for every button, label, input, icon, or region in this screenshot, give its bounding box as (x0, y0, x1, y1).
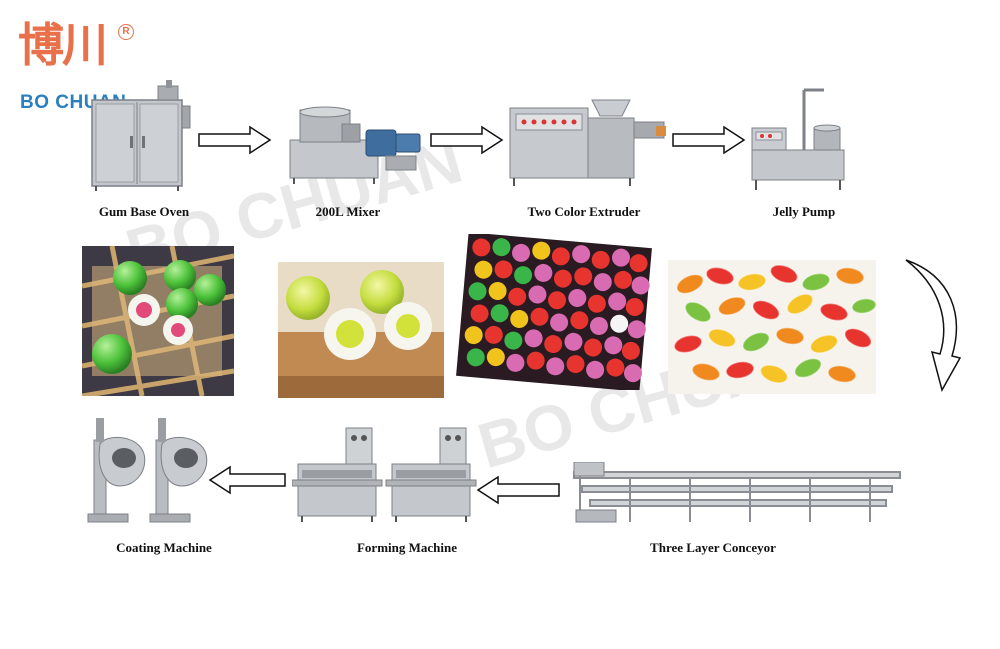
green-gum-balls-photo (82, 246, 234, 396)
coating-machine-icon (87, 418, 208, 523)
forming-machine-icon (292, 427, 477, 522)
filled-gum-balls-photo (278, 262, 444, 398)
caption-gum-base-oven: Gum Base Oven (98, 204, 190, 219)
curved-down-arrow-icon (905, 259, 962, 392)
caption-three-layer-conveyor: Three Layer Conceyor (650, 540, 776, 555)
left-arrow-icon (476, 475, 560, 505)
right-arrow-icon (430, 125, 504, 155)
caption-200l-mixer: 200L Mixer (315, 204, 381, 219)
extruder-icon (509, 99, 666, 186)
right-arrow-icon (672, 125, 746, 155)
caption-jelly-pump: Jelly Pump (772, 204, 836, 219)
caption-two-color-extruder: Two Color Extruder (527, 204, 641, 219)
logo-chinese-text: 博川 (18, 18, 108, 72)
left-arrow-icon (208, 465, 286, 495)
oven-icon (91, 80, 191, 191)
oval-colored-gum-photo (668, 260, 876, 394)
pump-icon (751, 88, 845, 190)
mixer-icon (289, 106, 421, 184)
caption-forming-machine: Forming Machine (356, 540, 457, 555)
right-arrow-icon (198, 125, 272, 155)
colorful-gum-balls-photo (456, 234, 652, 390)
registered-mark: R (118, 24, 134, 40)
caption-coating-machine: Coating Machine (116, 540, 212, 555)
conveyor-icon (573, 462, 901, 523)
